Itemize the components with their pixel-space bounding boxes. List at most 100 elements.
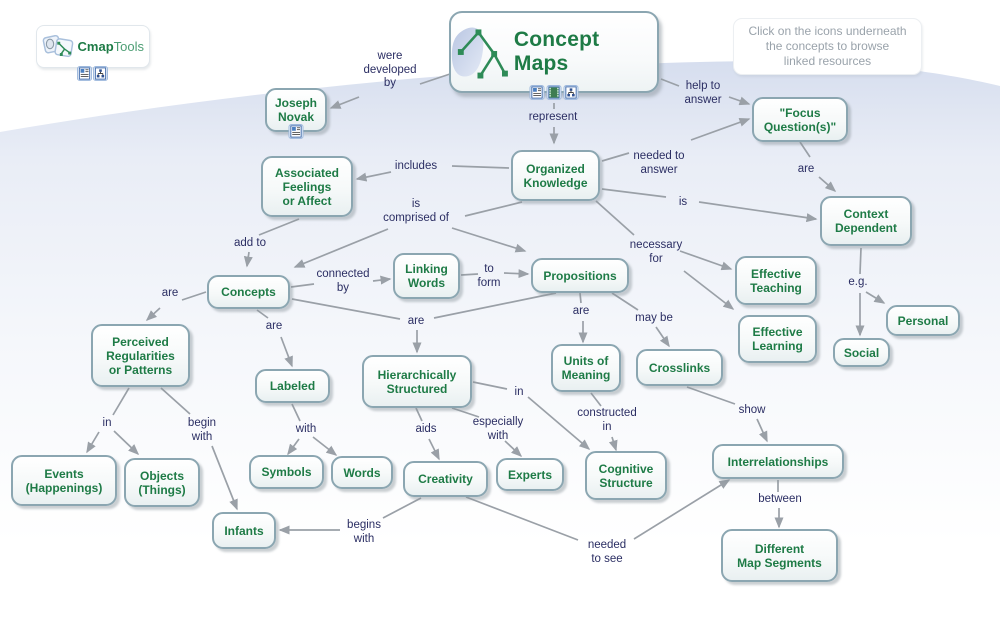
node-concepts[interactable]: Concepts (207, 275, 290, 309)
tree-icon[interactable] (93, 66, 108, 81)
node-label: Experts (507, 467, 553, 482)
edge-propositions-units-seg1 (579, 292, 582, 304)
node-cognitive-structure[interactable]: Cognitive Structure (585, 451, 667, 500)
edge-perceived-beginwith (160, 387, 191, 415)
edge-associated-concepts-seg2 (243, 251, 253, 268)
edge-concepts-linking-seg1 (290, 283, 315, 288)
edge-perceived-in (112, 387, 130, 416)
edge-label-are-perceived: are (161, 287, 179, 299)
edge-linking-propositions-seg2 (503, 269, 530, 279)
document-icon[interactable] (288, 124, 304, 139)
node-label: Creativity (418, 472, 473, 486)
edge-label-were-developed-by: were developed by (363, 50, 417, 89)
node-label: Different Map Segments (737, 541, 822, 570)
node-symbols[interactable]: Symbols (249, 455, 324, 489)
edge-concepts-perceived-seg2 (145, 307, 161, 322)
node-effective-learning[interactable]: Effective Learning (738, 315, 817, 363)
edge-label-constructed-in: constructed in (577, 407, 637, 433)
document-icon[interactable] (77, 66, 92, 81)
node-linking-words[interactable]: Linking Words (393, 253, 460, 299)
edge-maps-novak-seg1 (419, 73, 451, 85)
cmaptools-brand: CmapTools (77, 39, 144, 54)
node-label: Words (343, 465, 381, 480)
node-associated-feelings[interactable]: Associated Feelings or Affect (261, 156, 353, 217)
node-label: Cognitive Structure (598, 461, 654, 490)
edge-in-objects (113, 430, 140, 456)
edge-creativity-begins (382, 497, 422, 519)
node-labeled[interactable]: Labeled (255, 369, 330, 403)
edge-label-necessary-for: necessary for (629, 239, 683, 265)
edge-label-are-hierarchical: are (407, 315, 425, 327)
node-effective-teaching[interactable]: Effective Teaching (735, 256, 817, 305)
node-organized-knowledge[interactable]: Organized Knowledge (511, 150, 600, 201)
edge-linking-propositions-seg1 (460, 273, 479, 276)
node-interrelationships[interactable]: Interrelationships (712, 444, 844, 479)
node-label: Associated Feelings or Affect (274, 165, 340, 208)
node-words[interactable]: Words (331, 456, 393, 489)
tree-icon[interactable] (563, 85, 579, 100)
node-label: Symbols (261, 465, 312, 479)
node-label: Propositions (543, 268, 617, 283)
node-context-dependent[interactable]: Context Dependent (820, 196, 912, 246)
document-icon[interactable] (529, 85, 545, 100)
edge-label-needed-to-answer: needed to answer (633, 150, 685, 176)
edge-focus-context-seg2 (818, 176, 837, 192)
edge-label-may-be: may be (635, 312, 673, 324)
node-perceived-regularities[interactable]: Perceived Regularities or Patterns (91, 324, 190, 387)
edge-organized-context-seg1 (601, 188, 667, 198)
edge-hier-especially (451, 407, 480, 418)
node-units-of-meaning[interactable]: Units of Meaning (551, 344, 621, 392)
node-propositions[interactable]: Propositions (531, 258, 629, 293)
edge-in-cognitive (527, 396, 591, 450)
edge-organized-focus-seg2 (690, 118, 751, 141)
edge-focus-context-seg1 (799, 141, 811, 158)
edge-labeled-with (291, 403, 301, 422)
node-label: Hierarchically Structured (377, 367, 457, 396)
node-events-happenings[interactable]: Events (Happenings) (11, 455, 117, 506)
instruction-note: Click on the icons underneath the concep… (733, 18, 922, 75)
node-concept-maps[interactable]: Concept Maps (449, 11, 659, 100)
film-icon[interactable] (546, 85, 562, 100)
edge-hier-in (472, 381, 508, 390)
edge-label-add-to: add to (234, 237, 266, 249)
node-label: Joseph Novak (274, 96, 317, 124)
edge-aids-creativity (428, 438, 440, 461)
node-label: Interrelationships (727, 454, 829, 469)
edge-creativity-needed (465, 496, 579, 541)
edge-maps-focus-seg1 (660, 78, 680, 87)
edge-label-is-comprised-of: is comprised of (383, 198, 449, 224)
node-creativity[interactable]: Creativity (403, 461, 488, 497)
edge-in-events (86, 431, 100, 454)
edge-label-includes: includes (394, 160, 438, 172)
node-label: Organized Knowledge (523, 161, 588, 190)
cmaptools-logo-box: CmapTools (36, 25, 150, 68)
node-hierarchically-structured[interactable]: Hierarchically Structured (362, 355, 472, 408)
edge-units-constructed (590, 392, 602, 407)
node-different-map-segments[interactable]: Different Map Segments (721, 529, 838, 582)
node-objects-things[interactable]: Objects (Things) (124, 458, 200, 507)
edge-maps-focus-seg2 (728, 96, 751, 106)
node-experts[interactable]: Experts (496, 458, 564, 491)
edge-organized-teaching-seg2 (679, 250, 733, 271)
edge-label-are-labeled: are (265, 320, 283, 332)
edge-crosslinks-show (686, 386, 736, 405)
node-label: Perceived Regularities or Patterns (106, 334, 175, 377)
joseph-novak-resource-icons (288, 124, 304, 139)
edge-organized-teaching-seg1 (595, 200, 635, 236)
edge-context-personal-seg2 (865, 291, 886, 304)
edge-label-are-focus-context: are (797, 163, 815, 175)
node-focus-questions[interactable]: "Focus Question(s)" (752, 97, 848, 142)
edge-beginwith-infants (211, 445, 238, 511)
node-joseph-novak[interactable]: Joseph Novak (265, 88, 327, 139)
edge-comprised-propositions (451, 227, 527, 253)
node-label: Effective Learning (752, 325, 803, 353)
node-social[interactable]: Social (833, 338, 890, 367)
node-label: Units of Meaning (561, 354, 611, 382)
node-infants[interactable]: Infants (212, 512, 276, 549)
node-personal[interactable]: Personal (886, 305, 960, 336)
node-crosslinks[interactable]: Crosslinks (636, 349, 723, 386)
edge-label-eg: e.g. (848, 276, 868, 288)
